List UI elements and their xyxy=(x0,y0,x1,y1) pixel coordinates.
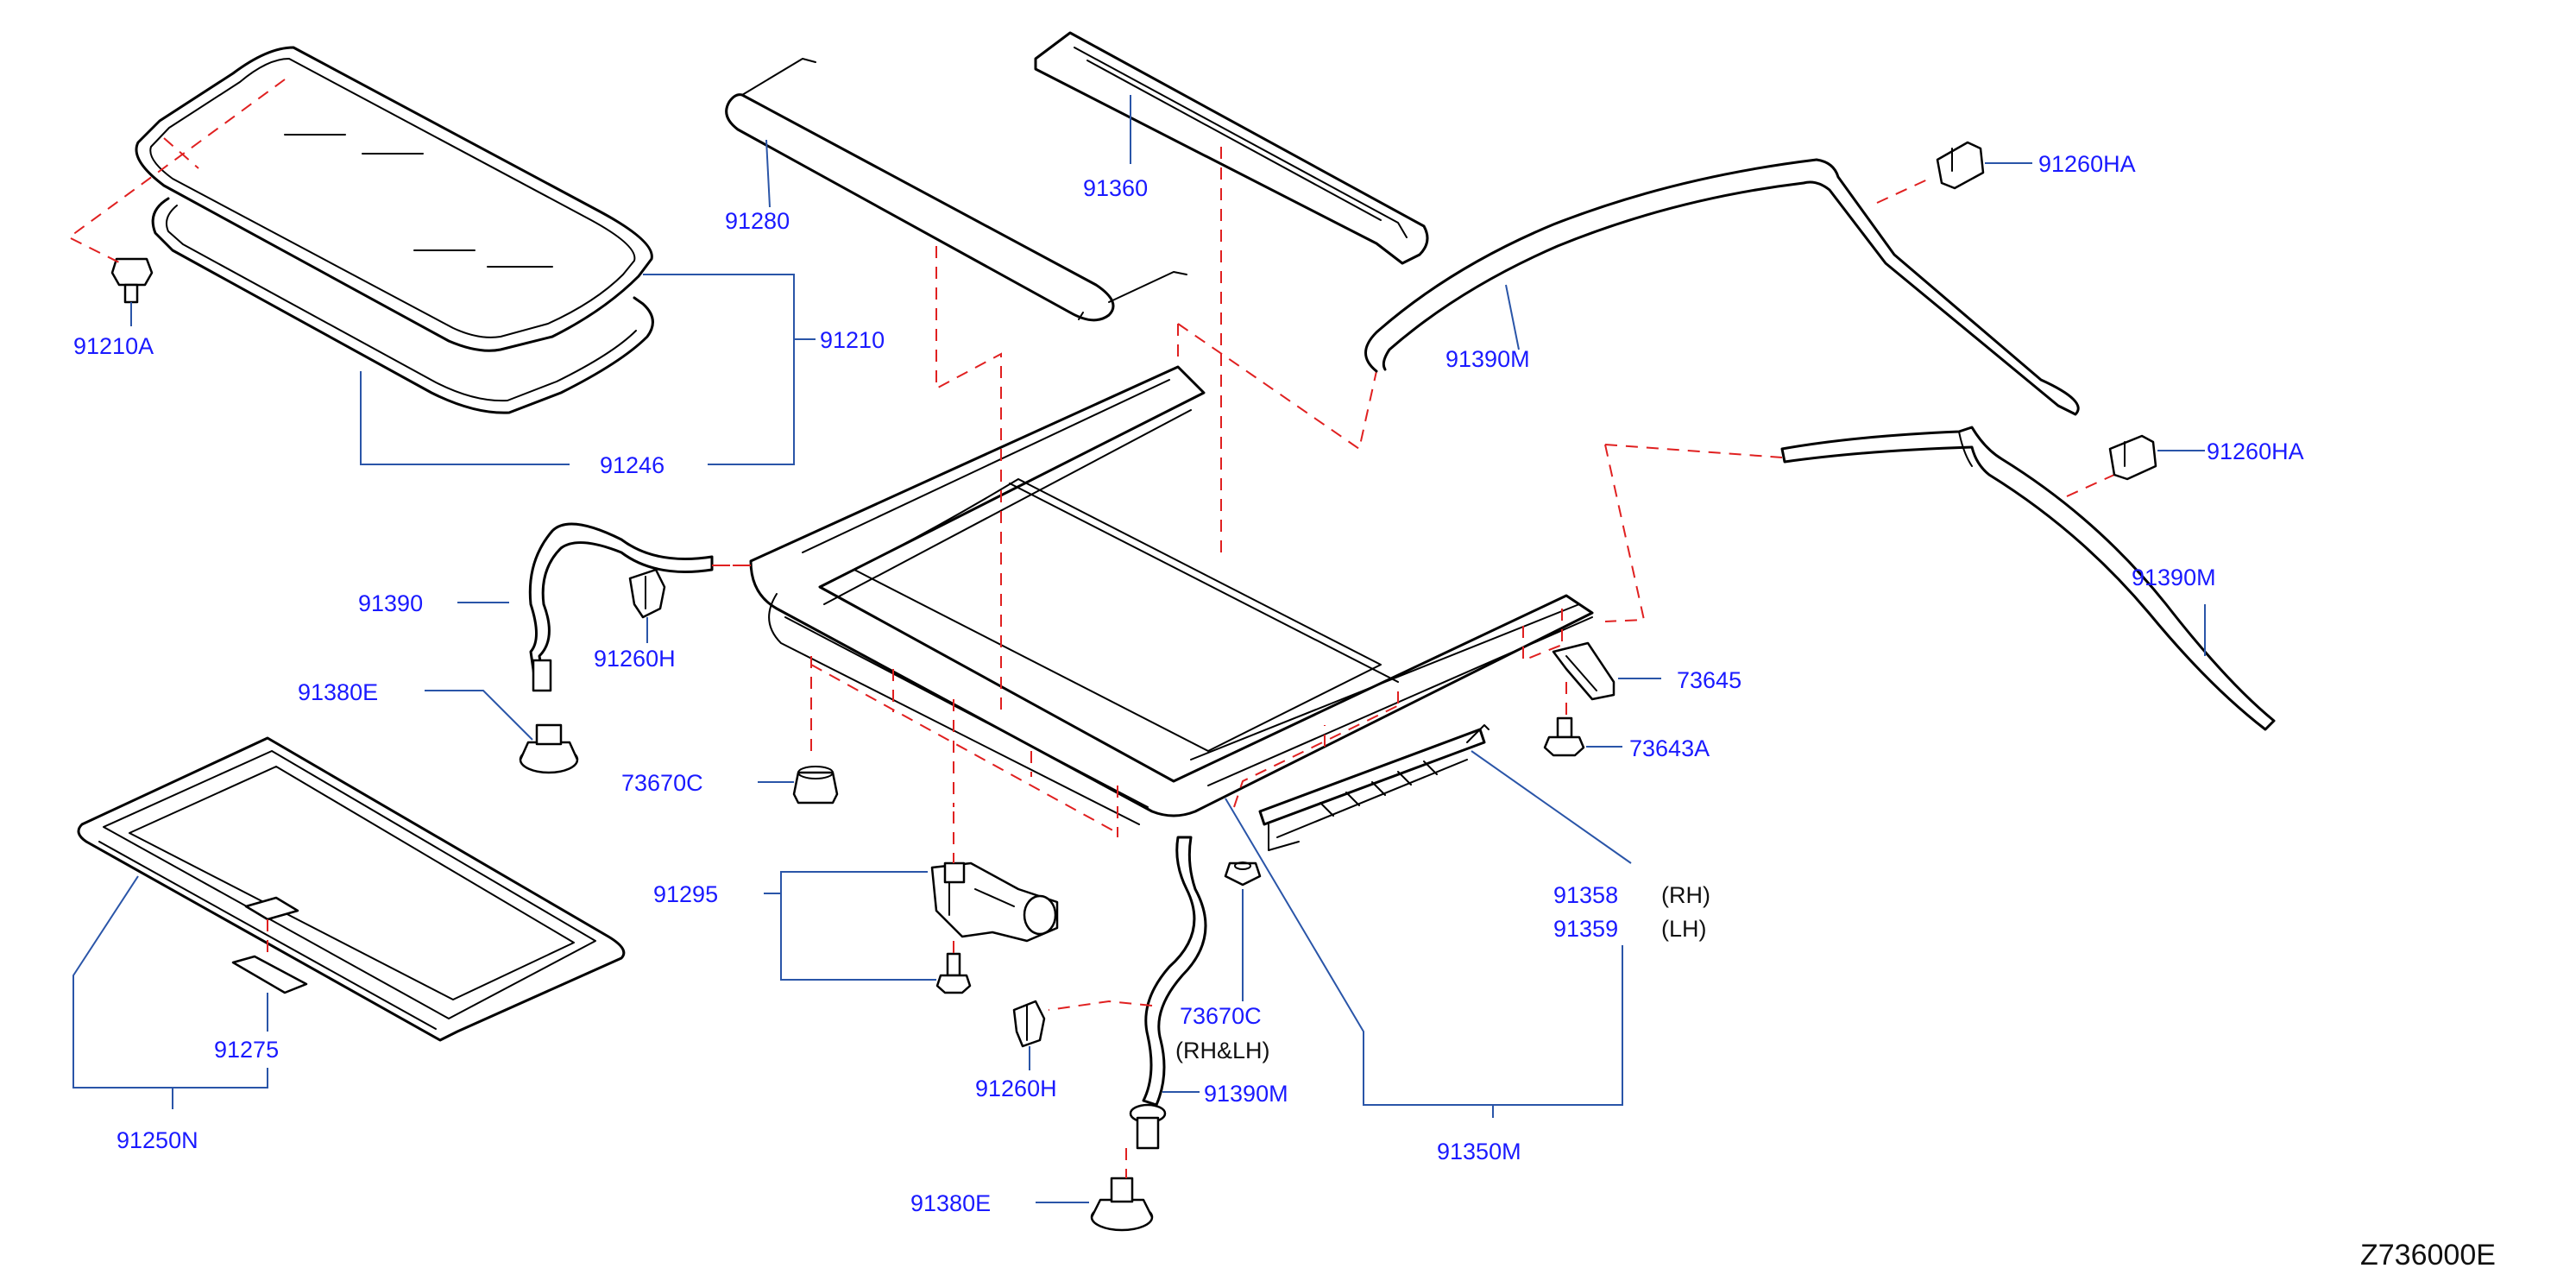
label-91390M-right: 91390M xyxy=(2132,565,2216,590)
note-lh: (LH) xyxy=(1661,916,1707,942)
drain-hose-91390M-right xyxy=(1780,426,2276,731)
label-91359: 91359 xyxy=(1553,916,1618,942)
screw-91210A xyxy=(110,257,154,304)
note-rh: (RH) xyxy=(1661,882,1710,908)
diagram-id: Z736000E xyxy=(2360,1239,2496,1272)
label-91210A: 91210A xyxy=(73,333,154,359)
panel-seal xyxy=(151,197,654,414)
label-73670C-left: 73670C xyxy=(621,770,703,796)
label-91210: 91210 xyxy=(820,327,885,353)
grommet-91380E-left xyxy=(519,723,579,774)
screw-91295 xyxy=(935,952,972,994)
motor-91295 xyxy=(930,861,1059,943)
clip-91260HA-2 xyxy=(2108,434,2157,481)
drain-hose-91390M-bottom xyxy=(1129,836,1207,1150)
label-91360: 91360 xyxy=(1083,175,1148,201)
clip-91260H-bottom xyxy=(1012,1000,1046,1048)
label-91280: 91280 xyxy=(725,208,790,234)
label-91260H-left: 91260H xyxy=(594,646,676,672)
label-91260H-bottom: 91260H xyxy=(975,1076,1057,1101)
nut-73670C-left xyxy=(792,766,839,805)
label-91380E-bottom: 91380E xyxy=(910,1190,991,1216)
clip-91260HA-1 xyxy=(1936,141,1985,190)
label-91250N: 91250N xyxy=(117,1127,198,1153)
cable-assembly-91358 xyxy=(1258,724,1490,851)
drain-hose-91390M-top xyxy=(1364,158,2080,416)
label-91390: 91390 xyxy=(358,590,423,616)
label-91350M: 91350M xyxy=(1437,1139,1521,1164)
label-73670C-right: 73670C xyxy=(1180,1003,1262,1029)
clip-91260H-left xyxy=(628,568,666,619)
sunshade-91250N xyxy=(77,736,626,1042)
bolt-73643A xyxy=(1543,716,1585,757)
handle-91275 xyxy=(231,896,308,994)
label-91260HA-1: 91260HA xyxy=(2038,151,2136,177)
note-rh-lh: (RH&LH) xyxy=(1175,1038,1270,1063)
label-91358: 91358 xyxy=(1553,882,1618,908)
label-91246: 91246 xyxy=(600,452,664,478)
glass-panel xyxy=(135,46,653,352)
label-91295: 91295 xyxy=(653,881,718,907)
drain-hose-91390 xyxy=(528,522,714,692)
label-91260HA-2: 91260HA xyxy=(2207,439,2304,464)
label-91390M-bottom: 91390M xyxy=(1204,1081,1288,1107)
label-91275: 91275 xyxy=(214,1037,279,1063)
nut-73670C-right xyxy=(1224,861,1262,887)
label-73643A: 73643A xyxy=(1629,735,1710,761)
roller-91280 xyxy=(725,58,1187,322)
label-91390M-top: 91390M xyxy=(1445,346,1530,372)
grommet-91380E-bottom xyxy=(1090,1177,1154,1232)
sunroof-frame xyxy=(749,365,1594,825)
deflector-91360 xyxy=(1034,31,1429,265)
label-73645: 73645 xyxy=(1677,667,1741,693)
bracket-73645 xyxy=(1552,641,1616,701)
label-91380E-left: 91380E xyxy=(298,679,378,705)
